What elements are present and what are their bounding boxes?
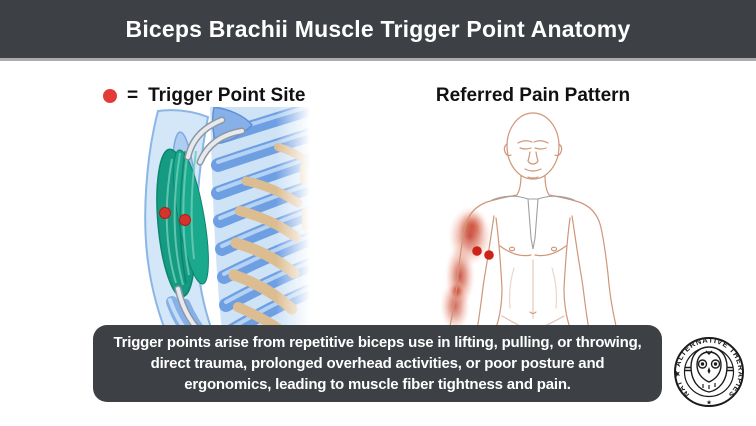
trigger-point-marker	[159, 207, 171, 219]
trigger-point-legend: = Trigger Point Site	[103, 84, 305, 108]
biceps-anatomy-illustration	[144, 107, 310, 342]
trigger-point-marker	[484, 250, 494, 260]
footer-note: Trigger points arise from repetitive bic…	[93, 325, 662, 402]
biceps-tendons	[174, 116, 246, 342]
header-bar: Biceps Brachii Muscle Trigger Point Anat…	[0, 0, 756, 61]
equals-symbol: =	[127, 85, 139, 106]
page-title: Biceps Brachii Muscle Trigger Point Anat…	[125, 15, 631, 42]
trigger-point-markers	[472, 246, 494, 260]
trigger-point-marker	[472, 246, 482, 256]
trigger-point-marker	[179, 214, 191, 226]
trigger-point-dot-icon	[103, 89, 117, 103]
fade-overlay	[276, 107, 310, 342]
clavicle-sternum-lines	[491, 195, 575, 250]
footer-text: Trigger points arise from repetitive bic…	[113, 334, 642, 393]
trigger-point-markers	[159, 207, 191, 226]
logo-stamp: NAT ★ ALTERNATIVE THERAPIES ★	[672, 335, 745, 407]
owl-icon	[685, 346, 733, 393]
legend-label: Trigger Point Site	[148, 85, 306, 106]
biceps-muscle	[156, 148, 209, 298]
human-figure-outline	[447, 112, 619, 333]
referred-pain-figure	[440, 112, 619, 333]
referred-pain-label: Referred Pain Pattern	[435, 85, 631, 106]
star-icon: ★	[706, 399, 712, 407]
